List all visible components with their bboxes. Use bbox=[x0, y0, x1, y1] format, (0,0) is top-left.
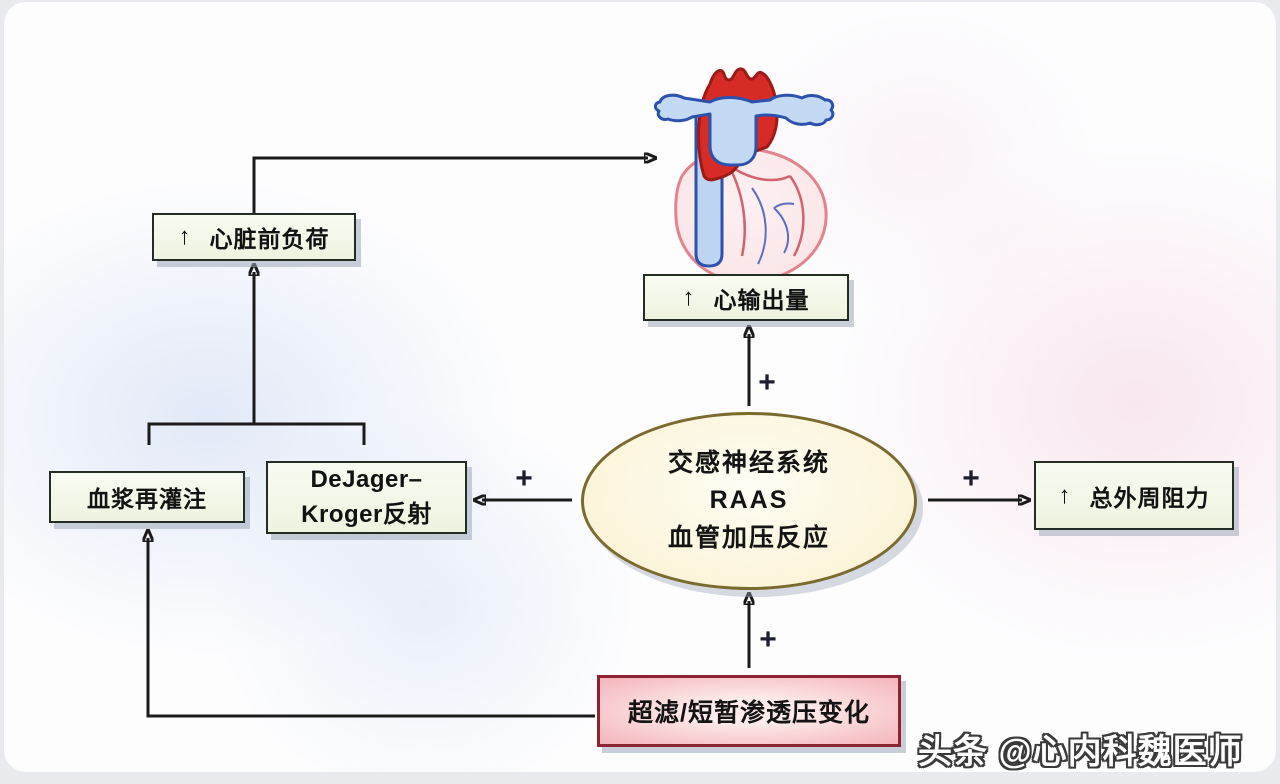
dejager-line-1: DeJager– bbox=[310, 465, 423, 493]
peripheral-resistance-box: ↑ 总外周阻力 bbox=[1034, 461, 1234, 530]
watermark: 头条 @心内科魏医师 bbox=[918, 733, 1243, 771]
dejager-kroger-box: DeJager– Kroger反射 bbox=[266, 461, 467, 534]
ultrafiltration-label: 超滤/短暂渗透压变化 bbox=[628, 699, 870, 727]
ultrafiltration-box: 超滤/短暂渗透压变化 bbox=[597, 675, 901, 747]
plus-label-from-ultrafiltration: + bbox=[759, 623, 777, 656]
arrow-preload-to-heart bbox=[252, 158, 648, 213]
cardiac-output-label: 心输出量 bbox=[713, 286, 810, 313]
preload-label: 心脏前负荷 bbox=[209, 226, 330, 252]
plasma-refill-label: 血浆再灌注 bbox=[87, 486, 207, 512]
up-arrow-icon: ↑ bbox=[1058, 481, 1072, 509]
plus-label-to-output: + bbox=[758, 366, 776, 399]
ellipse-line-3: 血管加压反应 bbox=[667, 523, 830, 552]
peripheral-resistance-label: 总外周阻力 bbox=[1089, 484, 1210, 511]
up-arrow-icon: ↑ bbox=[682, 283, 696, 311]
diagram-canvas: ↑ 心脏前负荷 ↑ 心输出量 交感神经系统 RAAS 血管加压反应 血浆再灌注 … bbox=[4, 2, 1276, 772]
sns-raas-ellipse: 交感神经系统 RAAS 血管加压反应 bbox=[581, 412, 917, 590]
cardiac-output-box: ↑ 心输出量 bbox=[643, 274, 849, 321]
plus-label-to-resistance: + bbox=[962, 462, 980, 495]
up-arrow-icon: ↑ bbox=[178, 223, 192, 250]
connector-arrows bbox=[4, 2, 1276, 718]
dejager-line-2: Kroger反射 bbox=[301, 500, 432, 528]
preload-box: ↑ 心脏前负荷 bbox=[152, 213, 356, 261]
ellipse-line-2: RAAS bbox=[709, 486, 789, 515]
arrow-ultrafiltration-to-plasma bbox=[148, 538, 595, 718]
ellipse-line-1: 交感神经系统 bbox=[667, 448, 830, 477]
heart-illustration bbox=[653, 58, 854, 284]
plus-label-to-dejager: + bbox=[515, 462, 533, 495]
plasma-refill-box: 血浆再灌注 bbox=[49, 471, 245, 523]
bracket-plasma-dejager bbox=[147, 422, 366, 445]
